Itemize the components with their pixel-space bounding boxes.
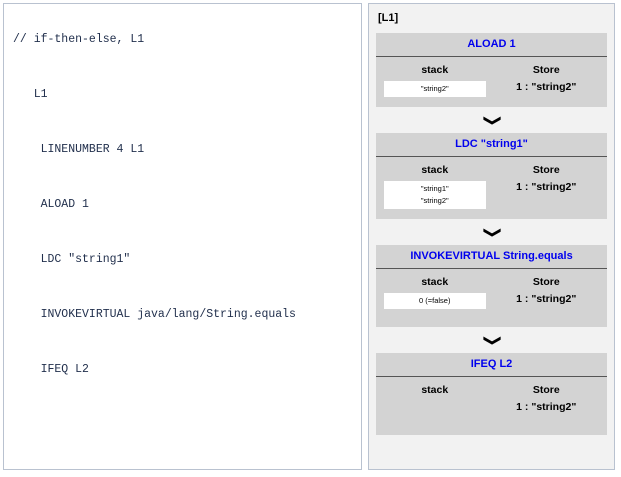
bytecode-listing: // if-then-else, L1 L1 LINENUMBER 4 L1 A… [13, 13, 353, 416]
stack-column: stack "string1" "string2" [376, 164, 492, 209]
store-value: 1 : "string2" [516, 401, 577, 413]
stack-column: stack 0 (=false) [376, 276, 492, 309]
stack-column: stack "string2" [376, 64, 492, 97]
step-instruction: INVOKEVIRTUAL String.equals [376, 245, 607, 269]
trace-step: INVOKEVIRTUAL String.equals stack 0 (=fa… [376, 245, 607, 327]
code-line: LINENUMBER 4 L1 [13, 143, 145, 157]
stack-heading: stack [421, 384, 449, 396]
stack-heading: stack [421, 164, 449, 176]
step-body: stack 0 (=false) Store 1 : "string2" [376, 269, 607, 327]
store-heading: Store [532, 384, 560, 396]
stack-box: 0 (=false) [384, 293, 486, 309]
store-heading: Store [532, 64, 560, 76]
step-body: stack Store 1 : "string2" [376, 377, 607, 435]
code-line: LDC "string1" [13, 252, 131, 266]
flow-arrow: ❮ [376, 219, 607, 239]
chevron-down-icon: ❮ [480, 114, 502, 127]
stack-cell: "string2" [420, 84, 449, 93]
stack-column: stack [376, 384, 492, 401]
store-column: Store 1 : "string2" [492, 164, 608, 194]
step-body: stack "string2" Store 1 : "string2" [376, 57, 607, 107]
stack-cell: "string2" [420, 196, 449, 205]
block-label: [L1] [378, 12, 399, 24]
store-heading: Store [532, 276, 560, 288]
flow-arrow: ❮ [376, 327, 607, 347]
store-column: Store 1 : "string2" [492, 64, 608, 94]
code-line: ALOAD 1 [13, 197, 89, 211]
chevron-down-icon: ❮ [480, 334, 502, 347]
code-line: L1 [13, 88, 48, 102]
trace-step: IFEQ L2 stack Store 1 : "string2" [376, 353, 607, 435]
trace-step: LDC "string1" stack "string1" "string2" … [376, 133, 607, 219]
step-instruction: LDC "string1" [376, 133, 607, 157]
store-heading: Store [532, 164, 560, 176]
flow-arrow: ❮ [376, 107, 607, 127]
step-instruction: IFEQ L2 [376, 353, 607, 377]
code-line: IFEQ L2 [13, 362, 89, 376]
bytecode-panel: // if-then-else, L1 L1 LINENUMBER 4 L1 A… [3, 3, 362, 470]
step-instruction: ALOAD 1 [376, 33, 607, 57]
stack-heading: stack [421, 64, 449, 76]
stack-box: "string2" [384, 81, 486, 97]
trace-step: ALOAD 1 stack "string2" Store 1 : "strin… [376, 33, 607, 107]
store-value: 1 : "string2" [516, 181, 577, 193]
store-column: Store 1 : "string2" [492, 276, 608, 306]
chevron-down-icon: ❮ [480, 226, 502, 239]
stack-heading: stack [421, 276, 449, 288]
step-body: stack "string1" "string2" Store 1 : "str… [376, 157, 607, 219]
stack-box: "string1" "string2" [384, 181, 486, 209]
store-column: Store 1 : "string2" [492, 384, 608, 414]
stack-cell: 0 (=false) [419, 296, 451, 305]
store-value: 1 : "string2" [516, 293, 577, 305]
code-line: INVOKEVIRTUAL java/lang/String.equals [13, 307, 296, 321]
code-line: // if-then-else, L1 [13, 33, 145, 47]
stack-cell: "string1" [420, 184, 449, 193]
store-value: 1 : "string2" [516, 81, 577, 93]
execution-trace-panel: [L1] ALOAD 1 stack "string2" Store 1 : "… [368, 3, 615, 470]
